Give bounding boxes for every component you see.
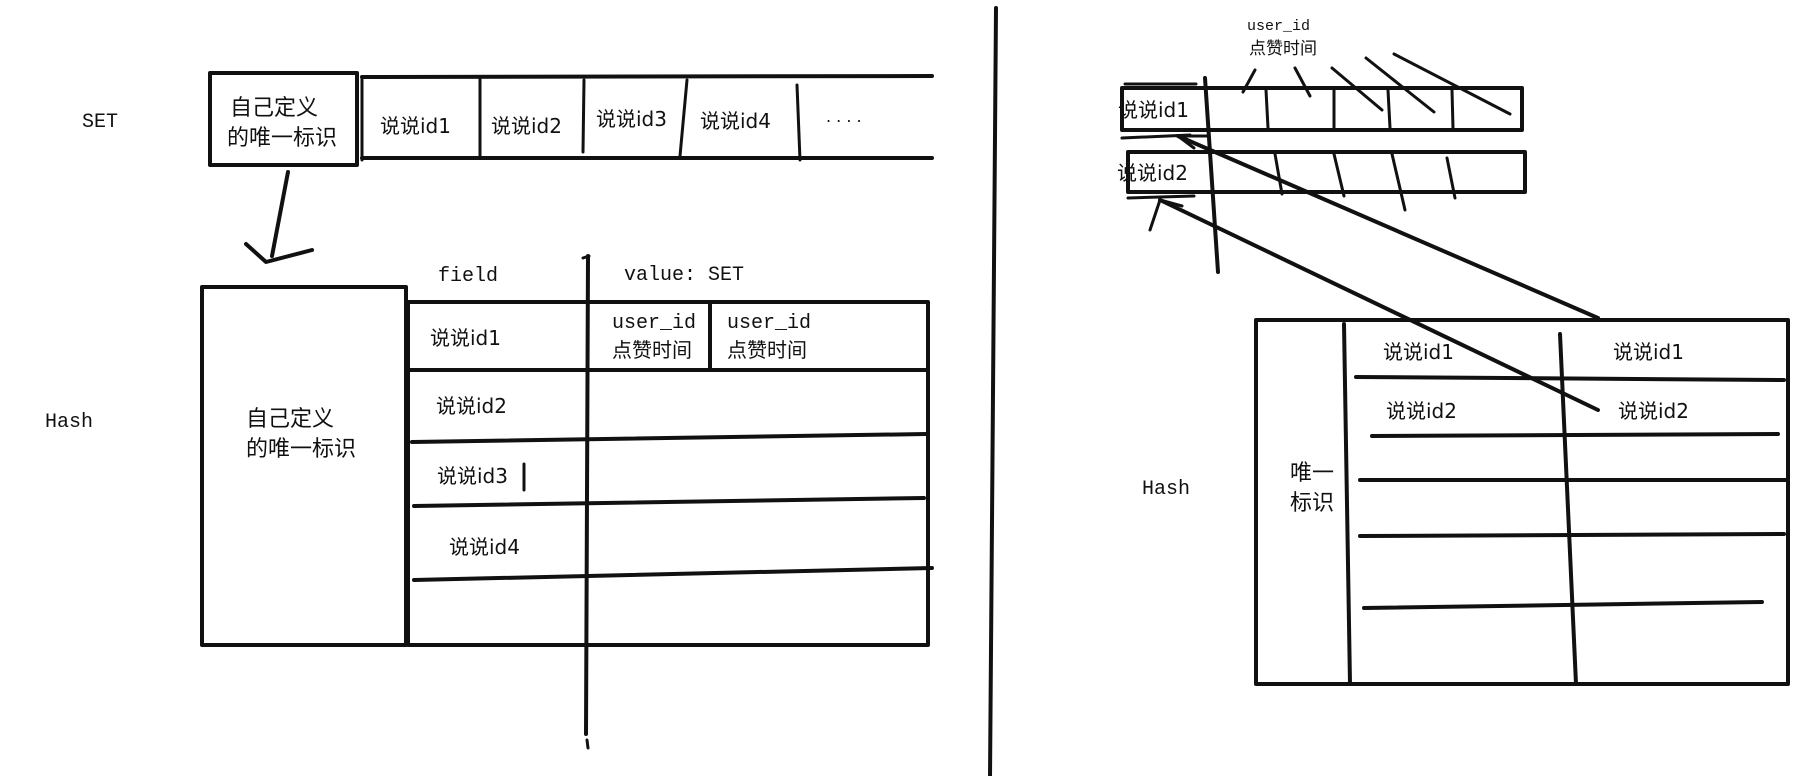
row-line xyxy=(1354,375,1786,382)
row-line xyxy=(1358,532,1786,538)
table-cell: 说说id1 xyxy=(1613,340,1684,364)
hatch-mark xyxy=(1392,52,1512,116)
hash-key-line2: 标识 xyxy=(1290,491,1334,516)
set-member: 说说id1 xyxy=(380,114,451,138)
set-ellipsis: . . . . xyxy=(826,107,862,126)
set-key-line1: 自己定义 xyxy=(230,96,318,121)
row-line xyxy=(412,566,934,582)
value-cell-line2: 点赞时间 xyxy=(612,338,692,362)
row2-divider xyxy=(1390,152,1407,212)
set-member: 说说id2 xyxy=(491,114,562,138)
row1-divider xyxy=(1450,88,1455,130)
row1-box xyxy=(1120,86,1524,132)
left-set-section: SET 自己定义 的唯一标识 说说id1 说说id2 说说id3 说说id4 .… xyxy=(82,71,934,264)
field-value-divider xyxy=(584,254,590,736)
row1-divider xyxy=(1264,88,1270,130)
right-hash-section: Hash 唯一 标识 说说id1 说说id1 说说id2 说说id2 xyxy=(1142,318,1790,686)
field-cell: 说说id1 xyxy=(430,326,501,350)
table-cell: 说说id2 xyxy=(1618,399,1689,423)
value-cell-line1: user_id xyxy=(727,312,811,335)
set-member: 说说id3 xyxy=(596,107,667,131)
row2-divider xyxy=(1332,152,1346,198)
row2-bottom-stub xyxy=(1126,194,1196,200)
note-line1: user_id xyxy=(1247,18,1310,35)
hash-table-frame xyxy=(1254,318,1790,686)
row2-divider xyxy=(1273,152,1284,196)
field-header: field xyxy=(438,265,498,288)
key-column-divider xyxy=(1342,322,1352,686)
arrow-head-icon xyxy=(244,242,314,264)
hash-key-line2: 的唯一标识 xyxy=(246,437,356,462)
connector-line xyxy=(1158,198,1600,412)
connector-arrow-icon xyxy=(1176,134,1210,150)
row-line xyxy=(1370,432,1780,438)
set-member: 说说id4 xyxy=(700,109,771,133)
row-line xyxy=(410,432,928,444)
hatch-mark xyxy=(1293,66,1312,98)
value-cell-line1: user_id xyxy=(612,312,696,335)
set-divider xyxy=(678,78,689,158)
hash-table-frame xyxy=(406,300,930,647)
row1-divider xyxy=(1386,88,1392,130)
value-header: value: SET xyxy=(624,264,744,287)
set-label: SET xyxy=(82,111,118,134)
long-vertical-stroke xyxy=(1203,76,1220,274)
right-rows-section: user_id 点赞时间 说说id1 说说id2 xyxy=(1117,18,1600,412)
hash-label: Hash xyxy=(45,411,93,434)
field-cell: 说说id3 xyxy=(437,464,508,488)
connector-arrow-icon xyxy=(1148,198,1184,232)
hash-label: Hash xyxy=(1142,478,1190,501)
note-line2: 点赞时间 xyxy=(1249,39,1317,59)
set-divider xyxy=(581,78,586,154)
hash-key-line1: 唯一 xyxy=(1290,461,1334,486)
table-cell: 说说id2 xyxy=(1386,399,1457,423)
left-hash-section: Hash 自己定义 的唯一标识 field value: SET 说说id1 说… xyxy=(45,254,934,750)
section-separator xyxy=(988,6,998,776)
row-line xyxy=(412,496,926,508)
value-column-divider xyxy=(1558,332,1578,686)
connector-line xyxy=(1176,134,1600,320)
value-cell-line2: 点赞时间 xyxy=(727,338,807,362)
hash-key-box xyxy=(200,285,408,647)
row-label: 说说id2 xyxy=(1117,161,1188,185)
table-cell: 说说id1 xyxy=(1383,340,1454,364)
set-key-line2: 的唯一标识 xyxy=(227,126,337,151)
set-key-box xyxy=(208,71,359,167)
divider-tick xyxy=(581,254,591,260)
field-cell: 说说id4 xyxy=(449,535,520,559)
row-label: 说说id1 xyxy=(1118,98,1189,122)
set-top-line xyxy=(360,74,934,79)
hatch-mark xyxy=(1241,68,1257,94)
row-line xyxy=(1362,600,1764,610)
hash-key-line1: 自己定义 xyxy=(246,407,334,432)
divider-tick xyxy=(585,738,590,750)
row2-box xyxy=(1126,150,1527,194)
set-divider xyxy=(795,83,802,162)
hatch-mark xyxy=(1364,56,1436,114)
down-arrow-icon xyxy=(270,170,290,258)
hatch-mark xyxy=(1330,66,1384,112)
field-cell: 说说id2 xyxy=(436,394,507,418)
row2-divider xyxy=(1445,156,1457,200)
